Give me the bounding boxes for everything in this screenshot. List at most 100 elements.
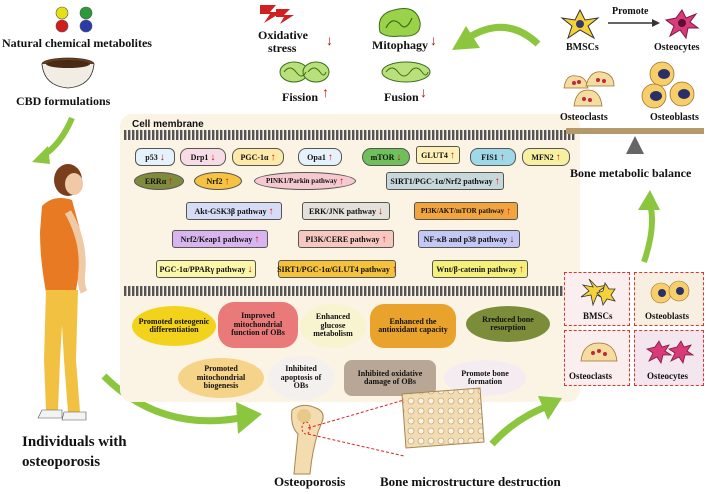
metabolite-dots-icon <box>50 5 100 33</box>
fission-up-arrow: ↑ <box>322 86 329 101</box>
outcome-mito-biogenesis: Promoted mitochondrial biogenesis <box>178 358 264 398</box>
tag-sirt1-pgc-nrf2: SIRT1/PGC-1α/Nrf2 pathway↑ <box>386 172 504 190</box>
tag-label: PINK1/Parkin pathway <box>266 177 337 185</box>
tag-label: PGC-1α/PPARγ pathway <box>159 264 246 274</box>
tag-label: Wnt/β-catenin pathway <box>436 264 517 274</box>
tag-erk-jnk: ERK/JNK pathway↓ <box>302 202 390 220</box>
outcome-oxidative-damage: Inhibited oxidative damage of OBs <box>344 360 436 396</box>
lightning-icon <box>256 3 296 25</box>
tag-nrf2: Nrf2↑ <box>194 172 242 190</box>
up-arrow-icon: ↑ <box>381 233 387 245</box>
box-osteocytes-label: Osteocytes <box>647 371 688 381</box>
up-arrow-icon: ↑ <box>391 263 397 275</box>
osteoclasts-cells-icon <box>560 64 616 108</box>
outcome-label: Inhibited oxidative damage of OBs <box>357 368 423 386</box>
fusion-mito-icon <box>380 60 432 84</box>
fission-mito-icon <box>278 60 330 84</box>
green-arrow-to-bone <box>101 373 262 434</box>
up-arrow-icon: ↑ <box>268 205 274 217</box>
outcome-osteogenic: Promoted osteogenic differentiation <box>132 306 216 346</box>
individuals-label-line2: osteoporosis <box>22 454 101 470</box>
osteoclasts-top-label: Osteoclasts <box>560 112 608 123</box>
tag-label: Nrf2 <box>206 176 223 186</box>
down-arrow-icon: ↓ <box>396 151 402 163</box>
tag-pi3k-cere: PI3K/CERE pathway↑ <box>298 230 394 248</box>
up-arrow-icon: ↑ <box>506 205 512 217</box>
membrane-top <box>124 130 576 140</box>
zoom-lines <box>307 399 405 457</box>
fission-label: Fission <box>282 90 319 104</box>
cell-membrane-label: Cell membrane <box>132 119 204 130</box>
tag-label: SIRT1/PGC-1α/Nrf2 pathway <box>390 176 493 186</box>
bone-microstructure-icon <box>401 387 485 449</box>
bone-balance-label: Bone metabolic balance <box>570 166 692 180</box>
mitophagy-icon <box>374 4 424 40</box>
individuals-label-line1: Individuals with <box>22 434 127 450</box>
osteoclasts-box-icon <box>580 342 618 362</box>
box-osteoclasts: Osteoclasts <box>564 330 630 386</box>
tag-p53: p53↓ <box>135 148 175 166</box>
down-arrow-icon: ↓ <box>210 151 216 163</box>
up-arrow-icon: ↑ <box>327 151 333 163</box>
osteoporosis-person-figure <box>37 164 88 421</box>
outcome-antioxidant: Enhanced the antioxidant capacity <box>370 304 456 348</box>
up-arrow-icon: ↑ <box>555 151 561 163</box>
tag-opa1: Opa1↑ <box>298 148 342 166</box>
tag-fis1: FIS1↑ <box>470 148 516 166</box>
tag-label: NF-κB and p38 pathway <box>423 234 508 244</box>
outcome-label: Improved mitochondrial function of OBs <box>231 311 285 338</box>
outcome-label: Promoted mitochondrial biogenesis <box>196 364 246 391</box>
tag-nrf2-keap1: Nrf2/Keap1 pathway↑ <box>172 230 268 248</box>
tag-mfn2: MFN2↑ <box>522 148 570 166</box>
green-arrow-to-cells <box>489 396 562 447</box>
box-osteoclasts-label: Osteoclasts <box>569 371 612 381</box>
oxidative-stress-label-1: Oxidative <box>258 28 308 42</box>
tag-label: Akt-GSK3β pathway <box>194 206 267 216</box>
tag-label: PGC-1α <box>240 152 269 162</box>
up-arrow-icon: ↑ <box>499 151 505 163</box>
osteoporosis-bottom-label: Osteoporosis <box>274 474 346 489</box>
up-arrow-icon: ↑ <box>338 175 344 187</box>
tag-label: FIS1 <box>481 152 498 162</box>
green-arrow-to-balance <box>638 190 660 263</box>
tag-label: Opa1 <box>307 152 326 162</box>
oxidative-down-arrow: ↓ <box>326 34 333 49</box>
tag-nfkb-p38: NF-κB and p38 pathway↓ <box>418 230 520 248</box>
cbd-bowl-icon <box>40 56 96 90</box>
mitophagy-down-arrow: ↓ <box>430 34 437 49</box>
tag-drp1: Drp1↓ <box>180 148 226 166</box>
tag-label: PI3K/CERE pathway <box>305 234 380 244</box>
tag-label: SIRT1/PGC-1α/GLUT4 pathway <box>277 264 390 274</box>
box-osteoblasts: Osteoblasts <box>634 272 704 326</box>
mitophagy-label: Mitophagy <box>372 38 429 52</box>
outcome-mito-function: Improved mitochondrial function of OBs <box>218 302 298 348</box>
membrane-bottom <box>124 286 576 296</box>
up-arrow-icon: ↑ <box>224 175 230 187</box>
outcome-apoptosis: Inhibited apoptosis of OBs <box>268 356 334 400</box>
tag-label: Drp1 <box>190 152 209 162</box>
tag-label: ERK/JNK pathway <box>309 206 376 216</box>
promote-label: Promote <box>612 6 649 17</box>
outcome-glucose: Enhanced glucose metabolism <box>300 304 366 348</box>
tag-pgc1a: PGC-1α↑ <box>232 148 284 166</box>
cbd-formulations-label: CBD formulations <box>16 94 111 108</box>
femur-bone-icon <box>291 404 324 475</box>
tag-label: Nrf2/Keap1 pathway <box>180 234 253 244</box>
natural-metabolites-label: Natural chemical metabolites <box>2 36 152 50</box>
tag-label: MFN2 <box>531 152 554 162</box>
outcome-label: Promoted osteogenic differentiation <box>138 316 210 334</box>
tag-erra: ERRα↑ <box>134 172 184 190</box>
tag-pink1-parkin: PINK1/Parkin pathway↑ <box>254 172 356 190</box>
green-arrow-to-person <box>32 116 75 164</box>
up-arrow-icon: ↑ <box>494 175 500 187</box>
outcome-label: Inhibited apoptosis of OBs <box>280 364 322 391</box>
fusion-down-arrow: ↓ <box>420 86 427 101</box>
tag-mtor: mTOR↓ <box>362 148 410 166</box>
outcome-bone-resorption: Rreduced bone resorption <box>466 306 550 342</box>
box-bmscs: BMSCs <box>564 272 630 326</box>
bone-destruction-label: Bone microstructure destruction <box>380 474 561 489</box>
tag-label: ERRα <box>144 176 167 186</box>
tag-label: GLUT4 <box>421 150 448 160</box>
up-arrow-icon: ↑ <box>254 233 260 245</box>
tag-label: p53 <box>145 152 158 162</box>
